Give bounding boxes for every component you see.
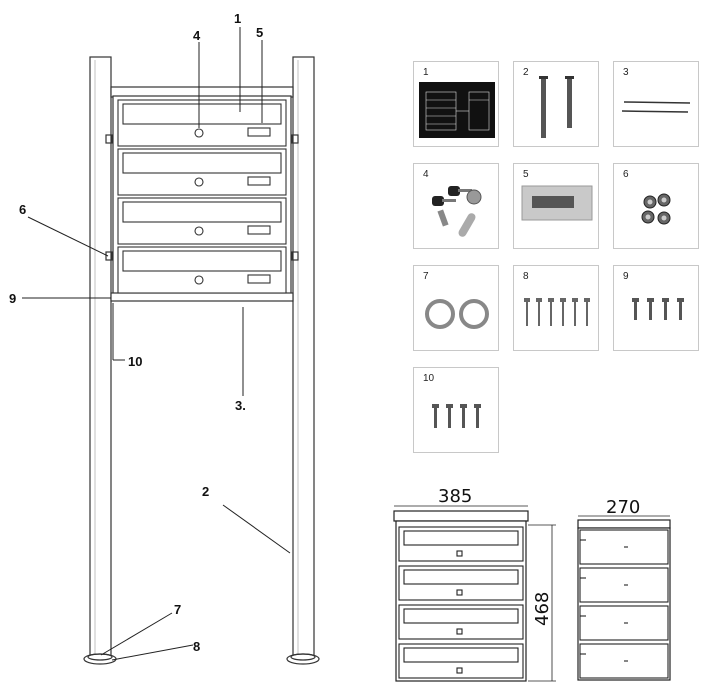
mailbox-compartments (117, 99, 287, 294)
part-tile-7: 7 (413, 265, 499, 351)
side-view (577, 515, 671, 681)
part-number: 10 (423, 373, 435, 384)
width-dimension: 385 (438, 486, 472, 507)
side-compartment (579, 567, 669, 603)
compartment (117, 246, 287, 294)
callout-8: 8 (193, 639, 200, 654)
callout-7: 7 (174, 602, 181, 617)
part-number: 7 (423, 271, 429, 282)
height-dimension: 468 (532, 592, 553, 626)
callout-4: 4 (193, 28, 201, 43)
callout-1: 1 (234, 11, 241, 26)
compartment (117, 148, 287, 196)
front-compartment (398, 643, 524, 679)
part-number: 5 (523, 169, 529, 180)
lock-icon (194, 226, 204, 236)
compartment (117, 197, 287, 245)
part-tile-10: 10 (413, 367, 499, 453)
screws-icon (632, 298, 684, 320)
side-compartment (579, 529, 669, 565)
part-number: 9 (623, 271, 629, 282)
side-compartment (579, 605, 669, 641)
side-compartment (579, 643, 669, 679)
front-view (393, 505, 556, 682)
compartment (117, 99, 287, 147)
part-tile-9: 9 (613, 265, 699, 351)
name-plate-icon (521, 185, 593, 221)
part-tile-8: 8 (513, 265, 599, 351)
callout-lines (22, 27, 291, 661)
callout-9: 9 (9, 291, 16, 306)
caps-icon (641, 193, 671, 225)
part-number: 1 (423, 67, 429, 78)
front-compartment (398, 526, 524, 562)
callout-10: 10 (128, 354, 142, 369)
front-compartment (398, 604, 524, 640)
callout-5: 5 (256, 25, 263, 40)
washers-icon (425, 299, 489, 329)
part-tile-1: 1 (413, 61, 499, 147)
mailbox-panel-icon (419, 82, 495, 138)
part-tile-6: 6 (613, 163, 699, 249)
front-compartment (398, 565, 524, 601)
part-number: 6 (623, 169, 629, 180)
part-number: 2 (523, 67, 529, 78)
rods-icon (621, 101, 691, 113)
keys-icon (432, 186, 482, 237)
bolts-icon (524, 298, 590, 326)
part-number: 8 (523, 271, 529, 282)
callout-3: 3. (235, 398, 246, 413)
lock-icon (194, 128, 204, 138)
side-view-compartments (579, 529, 669, 679)
part-tile-5: 5 (513, 163, 599, 249)
posts-icon (539, 76, 574, 138)
depth-dimension: 270 (606, 497, 640, 518)
front-view-compartments (398, 526, 524, 679)
screws-small-icon (432, 404, 481, 428)
lock-icon (194, 177, 204, 187)
lock-icon (194, 275, 204, 285)
part-number: 3 (623, 67, 629, 78)
part-tile-2: 2 (513, 61, 599, 147)
part-number: 4 (423, 169, 429, 180)
callout-6: 6 (19, 202, 26, 217)
part-tile-3: 3 (613, 61, 699, 147)
callout-2: 2 (202, 484, 209, 499)
part-tile-4: 4 (413, 163, 499, 249)
